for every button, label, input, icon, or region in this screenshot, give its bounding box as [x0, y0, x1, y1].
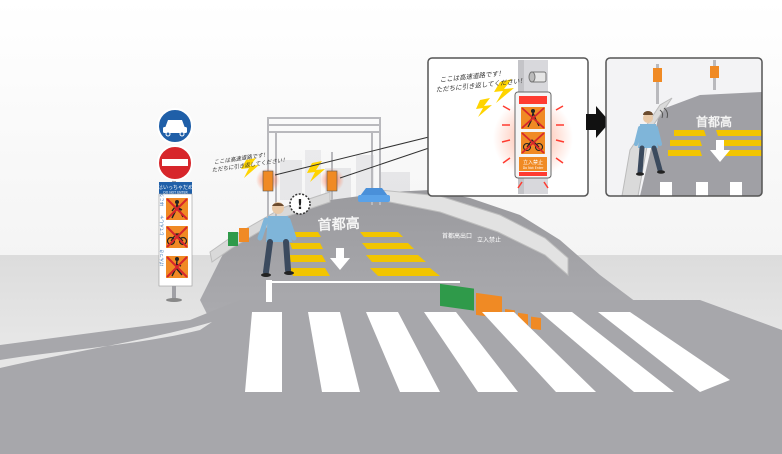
- road-marking-text: 首都高: [317, 215, 360, 234]
- warning-exclamation-icon: !: [289, 193, 311, 215]
- no-entry-banner-en: DO NOT ENTER: [163, 191, 188, 195]
- turn-back-motion-marks: [659, 107, 669, 119]
- alert-rays: [501, 105, 565, 189]
- wall-sign-green: [440, 283, 474, 311]
- inset-no-entry-plate: [519, 157, 547, 171]
- inset-lamp-closeup: 立入禁止 Do Not Enter ここは高速道路です！ ただちに引き返してくだ…: [427, 57, 589, 197]
- car-pictogram-icon: [163, 120, 187, 137]
- wall-icon-3: [531, 316, 541, 331]
- curb-left: [0, 322, 212, 368]
- inset-lamp-bottom-light: [519, 172, 547, 176]
- inset-turn-back: 首都高: [605, 57, 763, 197]
- yellow-zebra-markings: [288, 232, 440, 276]
- no-entry-bar: [162, 159, 188, 166]
- road-arrow: [330, 248, 350, 270]
- warning-exclamation-mark: !: [297, 198, 303, 213]
- no-entry-banner: [159, 182, 192, 194]
- pedestrian-main: [257, 202, 297, 277]
- wall-exit-label: 首都高出口: [442, 232, 472, 240]
- pedestrian-turning-back: [634, 111, 665, 176]
- inset-lamp-top-light: [519, 96, 547, 104]
- inset-no-entry-en: Do Not Enter: [523, 166, 544, 170]
- pedestrian-label: ほこうしゃ: [159, 185, 165, 206]
- speaker-icon: [528, 71, 547, 83]
- inset-turn-back-frame: [605, 57, 763, 197]
- ramp-wall-right: [379, 189, 569, 277]
- warning-lamp-left: [256, 168, 280, 192]
- left-wall-sign-2: [239, 228, 249, 242]
- bicycle-label: じてんしゃ: [159, 215, 165, 236]
- crosswalk: [245, 312, 730, 392]
- inset-no-entry-text: 立入禁止: [523, 159, 543, 166]
- wall-no-entry-label: 立入禁止: [477, 236, 501, 244]
- motorbike-label: げんつき: [158, 249, 165, 266]
- alert-lightning-inset: [476, 79, 514, 117]
- next-step-arrow-icon: [586, 106, 610, 138]
- no-entry-banner-text: はいっちゃだめ: [158, 185, 193, 191]
- car-icon: [358, 188, 390, 202]
- left-wall-sign-1: [228, 232, 238, 246]
- warning-lamp-right: [320, 168, 344, 192]
- road-sign-pole: はいっちゃだめ DO NOT ENTER ほこうしゃ じてんしゃ げんつき: [157, 108, 193, 302]
- inset-road-marking-text: 首都高: [696, 114, 732, 129]
- stop-line: [266, 280, 272, 302]
